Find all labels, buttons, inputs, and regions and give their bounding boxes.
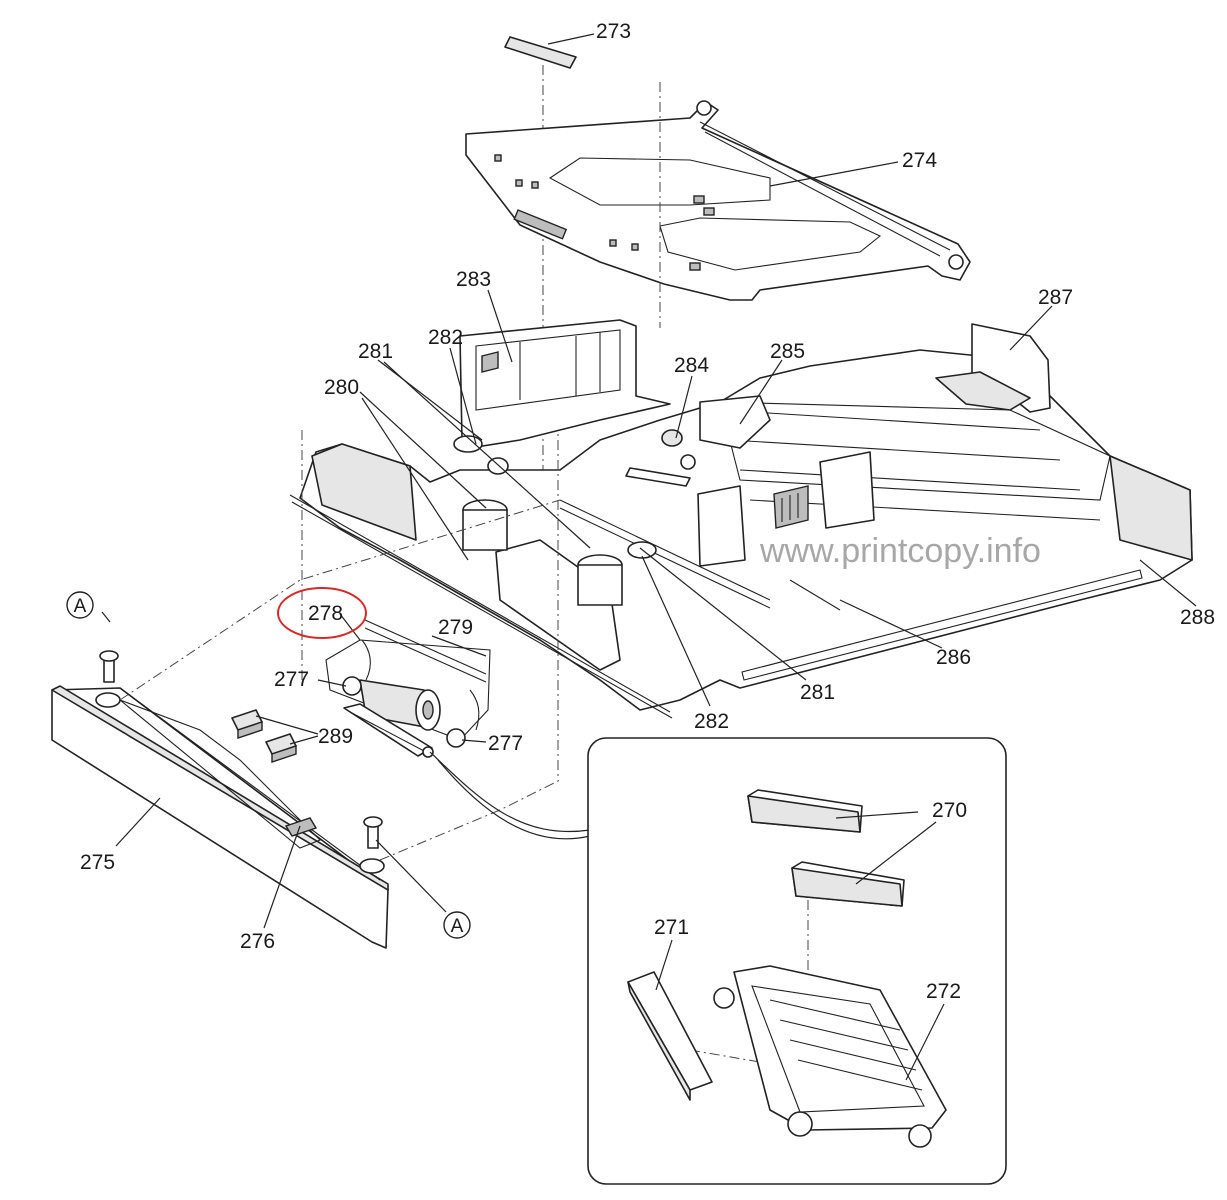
part-274-frame-plate — [465, 82, 971, 328]
callout-281-b: 281 — [800, 681, 835, 704]
callout-277-b: 277 — [488, 732, 523, 755]
part-275-front-cover — [51, 499, 561, 949]
callout-279: 279 — [438, 616, 473, 639]
callout-286: 286 — [936, 646, 971, 669]
callout-275: 275 — [80, 851, 115, 874]
part-287-end-guide — [935, 323, 1051, 413]
reference-mark-a-left: A — [66, 591, 94, 619]
callout-282: 282 — [428, 326, 463, 349]
reference-mark-a-right: A — [443, 911, 471, 939]
callout-277-a: 277 — [274, 668, 309, 691]
part-288-tray-body — [289, 349, 1193, 780]
part-272-separation-holder-small — [343, 703, 434, 758]
highlight-circle-278 — [277, 587, 367, 639]
callout-280: 280 — [324, 376, 359, 399]
part-283-side-guide — [459, 319, 671, 475]
callout-284: 284 — [674, 354, 709, 377]
part-270-pads — [747, 789, 905, 907]
callout-287: 287 — [1038, 286, 1073, 309]
reference-mark-label: A — [74, 596, 87, 617]
callout-283: 283 — [456, 268, 491, 291]
callout-273: 273 — [596, 20, 631, 43]
callout-278: 278 — [308, 602, 343, 625]
leader-lines — [101, 33, 1197, 1081]
reference-mark-label: A — [451, 916, 464, 937]
callout-285: 285 — [770, 340, 805, 363]
callout-labels: 273 274 283 282 281 280 284 285 287 288 … — [80, 20, 1215, 1003]
callout-270: 270 — [932, 799, 967, 822]
callout-276: 276 — [240, 930, 275, 953]
callout-288: 288 — [1180, 606, 1215, 629]
watermark-text: www.printcopy.info — [759, 532, 1041, 570]
callout-274: 274 — [902, 149, 937, 172]
part-272-separation-holder — [713, 965, 947, 1148]
callout-282-b: 282 — [694, 710, 729, 733]
callout-289: 289 — [318, 725, 353, 748]
detail-connector — [429, 751, 591, 840]
callout-271: 271 — [654, 916, 689, 939]
callout-281: 281 — [358, 340, 393, 363]
part-289-pads — [231, 709, 297, 763]
part-285-spring-plate — [699, 395, 771, 449]
part-277-bushings — [342, 676, 466, 748]
callout-272: 272 — [926, 980, 961, 1003]
part-271-pad — [627, 971, 713, 1101]
